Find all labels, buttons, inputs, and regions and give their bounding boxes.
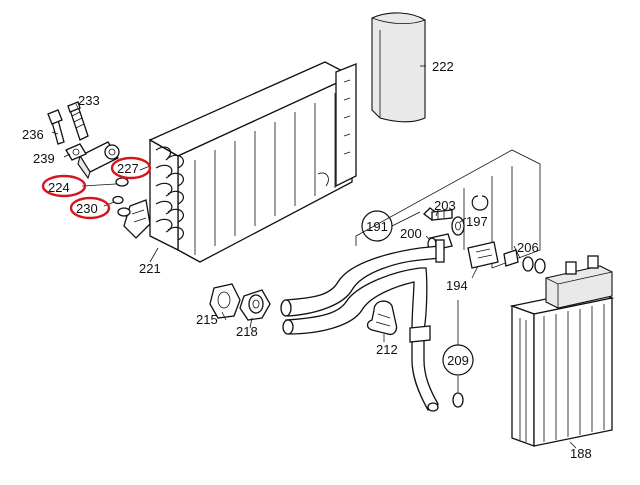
label-233: 233 [78, 93, 100, 108]
gasket-239 [65, 143, 87, 161]
o-ring-209 [452, 300, 464, 408]
expansion-valve-227 [77, 141, 120, 180]
label-212: 212 [376, 342, 398, 357]
clip-212 [366, 300, 398, 336]
label-200: 200 [400, 226, 422, 241]
bolt-233 [67, 101, 89, 141]
flange-218 [239, 289, 271, 321]
label-194: 194 [446, 278, 468, 293]
heater-core-188 [509, 255, 615, 447]
label-209: 209 [447, 353, 469, 368]
clamp-194 [467, 241, 499, 269]
label-239: 239 [33, 151, 55, 166]
grommet-small [451, 216, 465, 236]
label-236: 236 [22, 127, 44, 142]
highlight-230 [69, 196, 111, 220]
part-labels: 222 233 236 239 227 224 230 221 203 197 … [22, 59, 592, 461]
highlight-227 [110, 156, 152, 180]
insulation-sleeve-222 [371, 12, 426, 123]
label-227: 227 [117, 161, 139, 176]
callout-circle-209 [442, 344, 474, 376]
label-215: 215 [196, 312, 218, 327]
valve-callouts [51, 103, 159, 263]
label-197: 197 [466, 214, 488, 229]
label-188: 188 [570, 446, 592, 461]
highlight-marks [41, 156, 152, 220]
label-191: 191 [366, 219, 388, 234]
label-221: 221 [139, 261, 161, 276]
highlight-224 [41, 174, 87, 198]
evaporator-core-221 [123, 61, 357, 263]
label-230: 230 [76, 201, 98, 216]
label-206: 206 [517, 240, 539, 255]
callout-circle-191 [361, 210, 393, 242]
flange-215 [209, 283, 241, 319]
label-224: 224 [48, 180, 70, 195]
clip-197 [471, 195, 489, 211]
label-203: 203 [434, 198, 456, 213]
retainer-206 [503, 249, 546, 274]
label-222: 222 [432, 59, 454, 74]
leader-lines [221, 65, 577, 449]
label-218: 218 [236, 324, 258, 339]
bolt-236 [47, 109, 65, 145]
hose-assembly [280, 239, 445, 412]
